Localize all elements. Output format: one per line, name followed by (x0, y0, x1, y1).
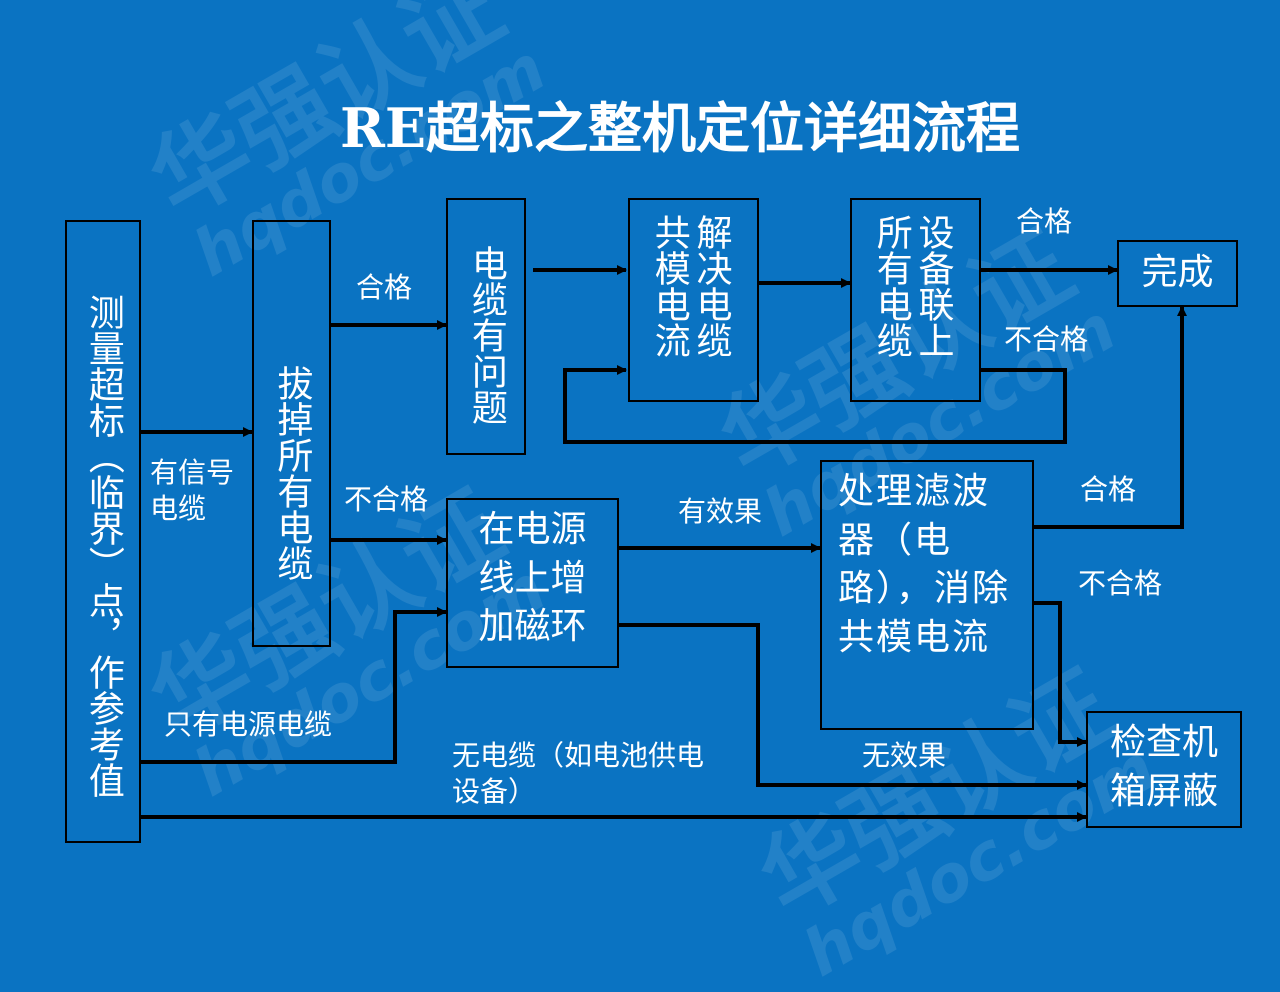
node-ferrite: 在电源线上增加磁环 (446, 498, 619, 668)
arrow-power-only (140, 607, 447, 764)
node-unplug-label: 拔掉所有电缆 (271, 365, 313, 581)
arrow-fail-3 (1034, 601, 1087, 747)
label-fail-2: 不合格 (1004, 323, 1089, 356)
node-shield: 检查机箱屏蔽 (1086, 711, 1242, 828)
arrow-pass-3 (1034, 306, 1187, 529)
label-pass-3: 合格 (1080, 473, 1137, 506)
node-cable-problem: 电缆有问题 (446, 198, 526, 455)
arrow-no-effect (619, 623, 1087, 790)
node-measure-label: 测量超标（临界）点，作参考值 (82, 294, 124, 798)
node-measure: 测量超标（临界）点，作参考值 (65, 220, 141, 843)
node-done-label: 完成 (1141, 252, 1214, 293)
node-connect-all-label: 设备联上所有电缆 (870, 214, 954, 358)
node-filter: 处理滤波器（电路），消除共模电流 (820, 460, 1034, 730)
label-no-cable: 无电缆（如电池供电设备） (452, 739, 705, 809)
label-signal-cable: 有信号电缆 (150, 456, 235, 526)
node-unplug: 拔掉所有电缆 (252, 220, 331, 647)
node-connect-all: 设备联上所有电缆 (850, 198, 981, 402)
node-solve-cm-label: 解决电缆共模电流 (648, 214, 732, 358)
label-pass-1: 合格 (356, 271, 413, 304)
node-filter-label: 处理滤波器（电路），消除共模电流 (838, 471, 1011, 658)
node-shield-label: 检查机箱屏蔽 (1109, 722, 1218, 812)
label-fail-3: 不合格 (1078, 567, 1163, 600)
arrow-fail-2-loop (563, 365, 1067, 444)
page-title: RE超标之整机定位详细流程 (340, 96, 1021, 160)
node-cable-problem-label: 电缆有问题 (465, 245, 507, 425)
label-fail-1: 不合格 (344, 483, 429, 516)
label-no-effect: 无效果 (862, 739, 947, 772)
flow-connectors (140, 265, 1187, 822)
label-pass-2: 合格 (1016, 205, 1073, 238)
node-done: 完成 (1117, 240, 1238, 307)
label-effective: 有效果 (678, 495, 763, 528)
label-power-only: 只有电源电缆 (164, 708, 333, 741)
node-ferrite-label: 在电源线上增加磁环 (478, 509, 587, 648)
node-solve-cm: 解决电缆共模电流 (628, 198, 759, 402)
